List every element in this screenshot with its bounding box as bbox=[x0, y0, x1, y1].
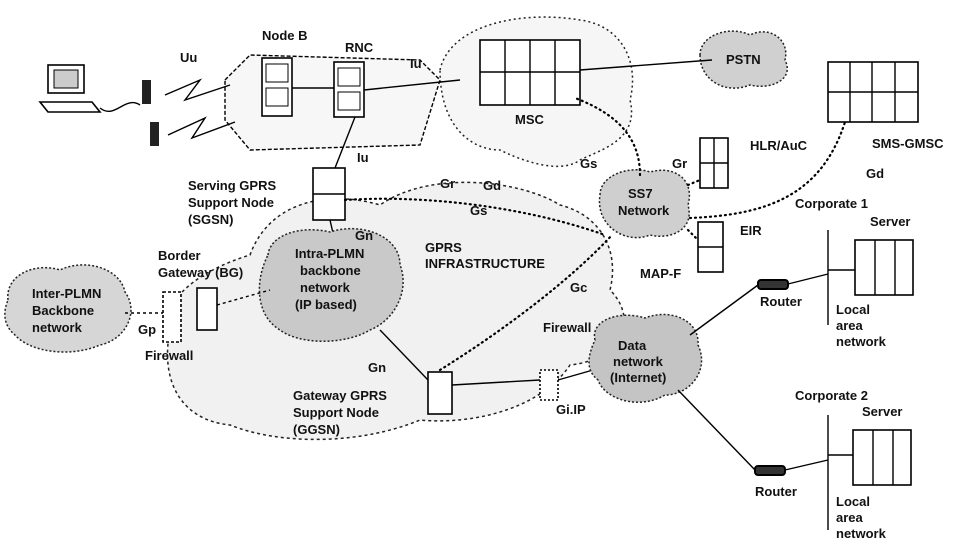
label-corporate-2: Corporate 2 bbox=[795, 388, 868, 403]
label-lan1-2: area bbox=[836, 318, 864, 333]
label-corporate-1: Corporate 1 bbox=[795, 196, 868, 211]
label-ggsn-2: Support Node bbox=[293, 405, 379, 420]
label-uu: Uu bbox=[180, 50, 197, 65]
label-firewall-left: Firewall bbox=[145, 348, 193, 363]
label-ggsn-1: Gateway GPRS bbox=[293, 388, 387, 403]
label-lan1-3: network bbox=[836, 334, 887, 349]
router-1-icon bbox=[758, 280, 788, 289]
label-router-1: Router bbox=[760, 294, 802, 309]
label-lan2-3: network bbox=[836, 526, 887, 541]
gr-hlr-link bbox=[688, 180, 700, 185]
label-pstn: PSTN bbox=[726, 52, 761, 67]
label-lan2-2: area bbox=[836, 510, 864, 525]
laptop-base-icon bbox=[40, 102, 100, 112]
router-2-icon bbox=[755, 466, 785, 475]
label-lan1-1: Local bbox=[836, 302, 870, 317]
label-pdn-3: (Internet) bbox=[610, 370, 666, 385]
mobile-phone-icon bbox=[142, 80, 151, 104]
label-sgsn-2: Support Node bbox=[188, 195, 274, 210]
label-iu-top: Iu bbox=[410, 56, 422, 71]
label-sgsn-3: (SGSN) bbox=[188, 212, 234, 227]
label-border-2: Gateway (BG) bbox=[158, 265, 243, 280]
label-lan2-1: Local bbox=[836, 494, 870, 509]
label-node-b: Node B bbox=[262, 28, 308, 43]
label-ss7-1: SS7 bbox=[628, 186, 653, 201]
label-gd-mid: Gd bbox=[483, 178, 501, 193]
label-gi-ip: Gi.IP bbox=[556, 402, 586, 417]
map-f-link bbox=[688, 230, 698, 240]
label-map-f: MAP-F bbox=[640, 266, 681, 281]
server-1-equipment bbox=[855, 240, 913, 295]
label-firewall-right: Firewall bbox=[543, 320, 591, 335]
label-pdn-1: Data bbox=[618, 338, 647, 353]
label-eir: EIR bbox=[740, 223, 762, 238]
label-msc: MSC bbox=[515, 112, 545, 127]
gprs-infrastructure-cloud bbox=[168, 182, 625, 439]
label-gs-mid: Gs bbox=[470, 203, 487, 218]
firewall-left-equipment bbox=[163, 292, 181, 342]
label-ss7-2: Network bbox=[618, 203, 670, 218]
label-hlr-auc: HLR/AuC bbox=[750, 138, 808, 153]
label-gn-bottom: Gn bbox=[368, 360, 386, 375]
label-gc: Gc bbox=[570, 280, 587, 295]
label-rnc: RNC bbox=[345, 40, 374, 55]
label-router-2: Router bbox=[755, 484, 797, 499]
label-gd-right: Gd bbox=[866, 166, 884, 181]
label-gr-mid: Gr bbox=[440, 176, 455, 191]
label-border-1: Border bbox=[158, 248, 201, 263]
label-gprs-1: GPRS bbox=[425, 240, 462, 255]
border-gateway-equipment bbox=[197, 288, 217, 330]
label-server-1: Server bbox=[870, 214, 910, 229]
label-intra-3: network bbox=[300, 280, 351, 295]
label-gn-top: Gn bbox=[355, 228, 373, 243]
ggsn-equipment bbox=[428, 372, 452, 414]
label-intra-1: Intra-PLMN bbox=[295, 246, 364, 261]
label-ggsn-3: (GGSN) bbox=[293, 422, 340, 437]
mobile-phone-icon bbox=[150, 122, 159, 146]
label-inter-3: network bbox=[32, 320, 83, 335]
label-inter-1: Inter-PLMN bbox=[32, 286, 101, 301]
label-sms-gmsc: SMS-GMSC bbox=[872, 136, 944, 151]
firewall-right-equipment bbox=[540, 370, 558, 400]
label-gs-left: Gs bbox=[580, 156, 597, 171]
label-sgsn-1: Serving GPRS bbox=[188, 178, 276, 193]
label-intra-2: backbone bbox=[300, 263, 361, 278]
label-server-2: Server bbox=[862, 404, 902, 419]
label-intra-4: (IP based) bbox=[295, 297, 357, 312]
label-gp: Gp bbox=[138, 322, 156, 337]
label-pdn-2: network bbox=[613, 354, 664, 369]
label-gr-right: Gr bbox=[672, 156, 687, 171]
label-inter-2: Backbone bbox=[32, 303, 94, 318]
label-iu-mid: Iu bbox=[357, 150, 369, 165]
ran-outline bbox=[225, 55, 440, 150]
server-2-equipment bbox=[853, 430, 911, 485]
label-gprs-2: INFRASTRUCTURE bbox=[425, 256, 545, 271]
radio-link-icon bbox=[165, 80, 230, 100]
